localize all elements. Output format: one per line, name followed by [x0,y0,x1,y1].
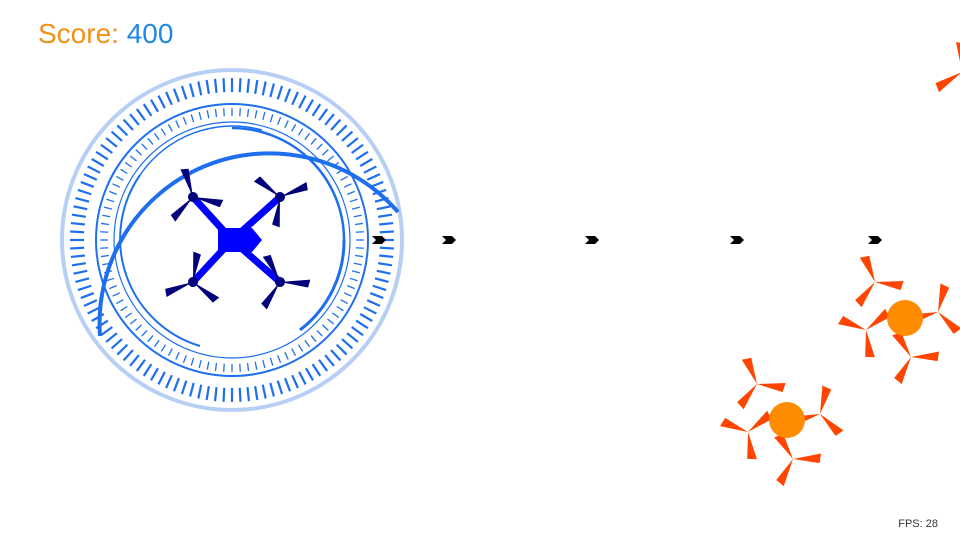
rotor-icon [774,433,822,487]
projectile [442,236,456,244]
rotor-icon [737,357,786,410]
projectile-trail [372,236,882,244]
score-label: Score: [38,18,119,49]
rotor-icon [855,255,904,308]
rotor-icon [253,176,308,228]
rotor-icon [170,168,224,222]
player-drone [165,168,311,310]
rotor-icon [837,308,890,358]
player-shield [60,68,404,412]
rotor-icon [935,42,960,93]
score-display: Score: 400 [38,16,173,52]
rotor-icon [719,410,772,460]
projectile [868,236,882,244]
rotor-icon [892,331,940,385]
rotor-icon [165,251,220,303]
enemy-drone-partial [935,42,960,93]
score-value: 400 [126,18,174,49]
rotor-icon [261,254,311,310]
projectile [372,236,386,244]
projectile [730,236,744,244]
enemy-drone [719,357,844,487]
fps-counter: FPS: 28 [898,518,938,530]
projectile [585,236,599,244]
enemy-drone [837,255,960,385]
